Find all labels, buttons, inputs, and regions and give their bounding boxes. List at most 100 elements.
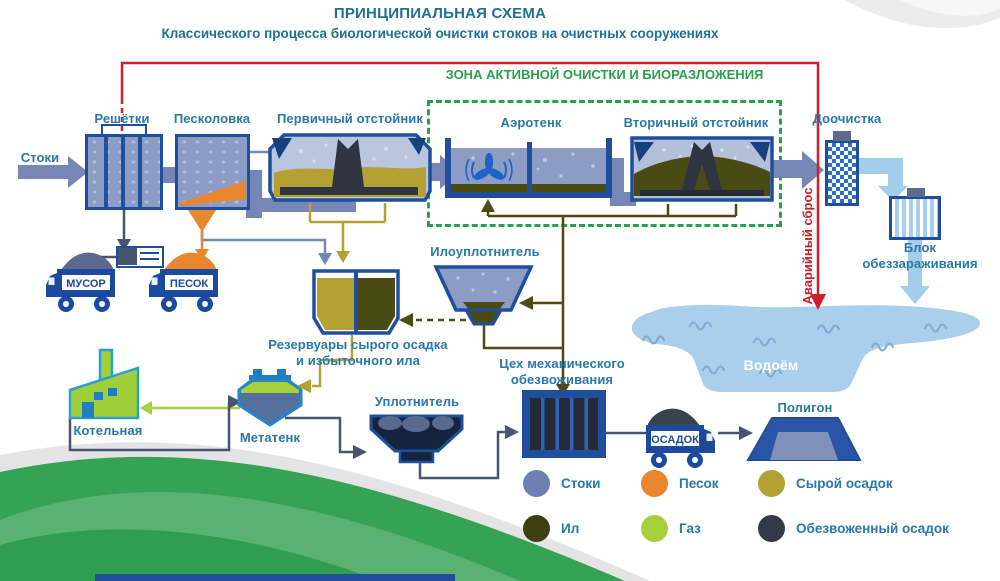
zone-label: ЗОНА АКТИВНОЙ ОЧИСТКИ И БИОРАЗЛОЖЕНИЯ (445, 67, 764, 82)
secondary-settler-tank (630, 136, 774, 202)
legend-swatch-sand (641, 470, 668, 497)
grit-funnel (188, 210, 216, 232)
raw-sludge-compartment (317, 278, 354, 330)
secondary-settler-label: Вторичный отстойник (623, 115, 769, 130)
sludge-pile (648, 408, 700, 428)
sludge-thickener-label: Илоуплотнитель (430, 244, 540, 259)
legend-swatch-sludge (523, 515, 550, 542)
grate-bar (104, 137, 108, 207)
thickener-funnel (463, 308, 504, 326)
sand-sediment (179, 181, 246, 206)
primary-settler-tank (268, 133, 432, 202)
primary-settler-label: Первичный отстойник (276, 111, 424, 126)
grit-trap-tank (175, 134, 250, 210)
raw-sludge-reservoirs (312, 269, 400, 335)
sand-truck-label: ПЕСОК (170, 278, 208, 290)
grate-bar (121, 137, 125, 207)
sludge-recirculation-lines (412, 204, 738, 385)
sludge-blobs (378, 416, 454, 432)
green-wave-decoration (0, 442, 650, 581)
influent-arrow (18, 156, 88, 188)
emergency-discharge-label: Аварийный сброс (800, 187, 815, 305)
disinfection-label: Блок обеззараживания (862, 240, 978, 271)
polishing-filter-cap (833, 131, 851, 141)
landfill-icon (746, 417, 862, 461)
landfill-pit (770, 432, 838, 460)
polishing-label: Доочистка (812, 111, 882, 126)
grate-bar (138, 137, 142, 207)
trash-press (116, 246, 164, 268)
polishing-filter (825, 140, 859, 206)
aeration-tank-label: Аэротенк (500, 115, 562, 130)
compactor-tank (369, 414, 464, 464)
methane-tank-label: Метатенк (239, 430, 301, 445)
water-body-shape (631, 304, 981, 392)
boiler-house-label: Котельная (73, 423, 143, 438)
water-body-label: Водоём (743, 357, 799, 373)
legend-swatch-raw-sludge (758, 470, 785, 497)
screens-label: Решётки (94, 111, 150, 126)
compactor-label: Уплотнитель (374, 394, 460, 409)
waste-lines (68, 210, 740, 480)
bubbles (662, 144, 750, 160)
dewatering-unit (522, 390, 606, 458)
legend-item: Сырой осадок (758, 470, 893, 497)
bubbles (456, 272, 510, 294)
title-block: ПРИНЦИПИАЛЬНАЯ СХЕМА Классического проце… (0, 5, 880, 41)
boiler-house-icon (68, 348, 140, 420)
primary-to-aeration-arrow (426, 155, 460, 189)
legend-item: Песок (641, 470, 719, 497)
scraper-mechanism (332, 139, 364, 187)
raw-sludge-tanks-label: Резервуары сырого осадка и избыточного и… (268, 337, 448, 368)
secondary-to-polish-arrow (802, 151, 824, 189)
methane-tank-icon (237, 369, 303, 427)
disinfection-unit (889, 196, 941, 240)
methane-tank-pipes (249, 369, 291, 383)
legend-item: Ил (523, 515, 579, 542)
excess-sludge-compartment (358, 278, 395, 330)
legend-item: Газ (641, 515, 701, 542)
sand-pile (164, 252, 216, 272)
sludge-truck: ОСАДОК (646, 408, 715, 468)
garbage-truck: МУСОР (46, 252, 115, 312)
emergency-discharge-line (120, 61, 826, 310)
dewatering-label: Цех механического обезвоживания (499, 356, 625, 387)
raw-sludge-lines (308, 203, 387, 388)
landfill-label: Полигон (777, 400, 833, 415)
sludge-mound (634, 156, 770, 196)
gas-line (140, 401, 240, 415)
scum-arrowhead (318, 253, 332, 265)
legend-swatch-sewage (523, 470, 550, 497)
legend-item: Стоки (523, 470, 601, 497)
sludge-truck-label: ОСАДОК (651, 434, 699, 446)
disinfection-unit-cap (907, 188, 925, 197)
sand-truck: ПЕСОК (149, 252, 218, 312)
dewatering-press-plates (530, 398, 598, 450)
legend-swatch-dewatered (758, 515, 785, 542)
scraper-mechanism (682, 142, 722, 190)
corner-curve-decoration (845, 0, 1000, 29)
page-title: ПРИНЦИПИАЛЬНАЯ СХЕМА (333, 5, 547, 22)
legend-item: Обезвоженный осадок (758, 515, 949, 542)
grit-trap-label: Песколовка (173, 111, 251, 126)
influent-label: Стоки (20, 150, 60, 165)
wave-icons (642, 321, 947, 378)
waste-arrowheads (85, 239, 753, 459)
sludge-thickener-tank (433, 265, 534, 326)
page-subtitle: Классического процесса биологической очи… (161, 26, 719, 41)
garbage-truck-label: МУСОР (66, 278, 106, 290)
garbage-pile (61, 252, 113, 272)
screens-tank (85, 134, 163, 210)
clean-water-pipes (855, 158, 930, 304)
gas-dome (241, 382, 299, 393)
sewage-flow-pipes (18, 151, 824, 218)
tank-walls (445, 138, 612, 198)
discharge-arrow (900, 286, 930, 304)
aeration-tank (445, 138, 612, 198)
bubbles (299, 143, 408, 163)
legend-swatch-gas (641, 515, 668, 542)
bottom-blue-strip (95, 574, 455, 581)
boiler-door (82, 402, 94, 418)
